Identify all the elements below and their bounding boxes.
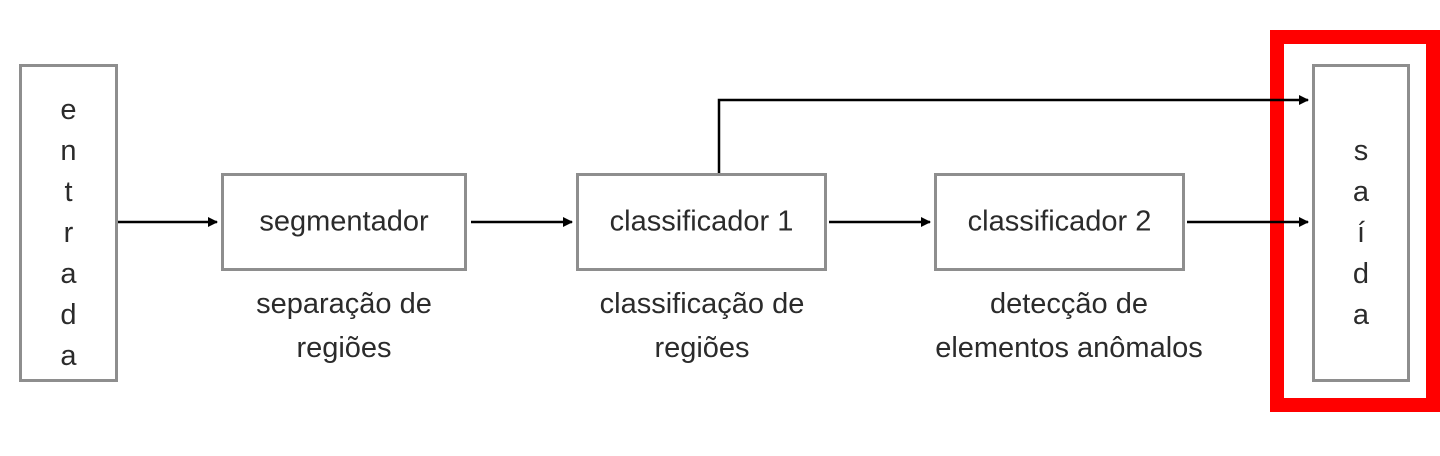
input-label-letter: a (60, 340, 77, 372)
classificador-2-caption-line-2: elementos anômalos (935, 332, 1203, 364)
classificador-1-caption: classificação de regiões (552, 282, 852, 370)
classificador-2-caption: detecção de elementos anômalos (909, 282, 1229, 370)
classificador-2-node: classificador 2 (934, 173, 1185, 271)
classificador-1-label: classificador 1 (609, 205, 794, 238)
input-label-letter: r (63, 217, 74, 249)
classificador-1-caption-line-1: classificação de (599, 288, 805, 320)
input-label-letter: t (64, 176, 73, 208)
classificador-2-label: classificador 2 (967, 205, 1152, 238)
segmentador-caption-line-1: separação de (256, 288, 432, 320)
output-label-letter: a (1352, 299, 1370, 331)
output-label-letter: s (1353, 135, 1369, 167)
output-label-letter: í (1356, 217, 1366, 249)
segmentador-caption: separação de regiões (194, 282, 494, 370)
segmentador-label: segmentador (259, 205, 429, 238)
input-label-letter: n (60, 135, 77, 167)
classificador-2-caption-line-1: detecção de (989, 288, 1148, 320)
input-label-letter: e (60, 94, 77, 126)
arrow-classificador-1-bypass-to-saida (717, 95, 1309, 173)
segmentador-node: segmentador (221, 173, 467, 271)
classificador-1-node: classificador 1 (576, 173, 827, 271)
output-label-letter: a (1352, 176, 1370, 208)
input-label-letter: a (60, 258, 77, 290)
segmentador-caption-line-2: regiões (296, 332, 392, 364)
classificador-1-caption-line-2: regiões (654, 332, 750, 364)
output-label-letter: d (1352, 258, 1370, 290)
input-label-letter: d (60, 299, 77, 331)
